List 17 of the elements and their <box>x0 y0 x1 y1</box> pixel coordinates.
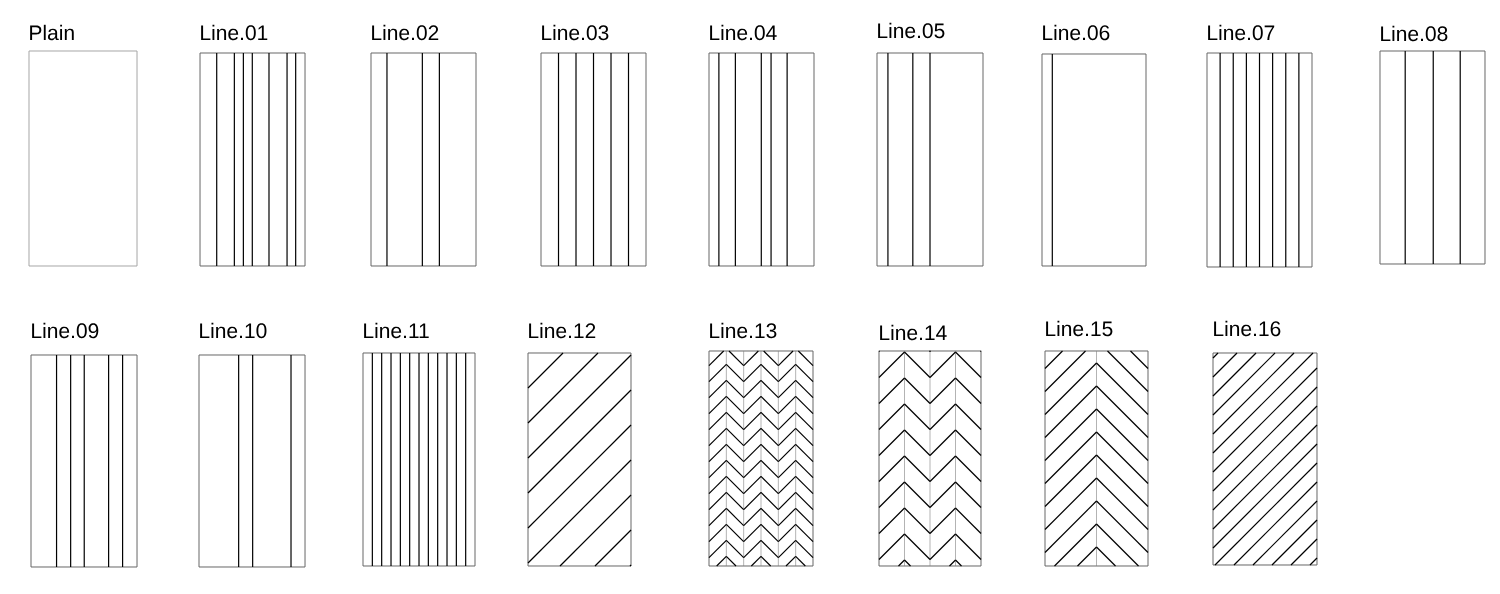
swatch-label: Plain <box>30 24 74 41</box>
swatch-label: Line.07 <box>1208 24 1275 41</box>
swatch-label: Line.01 <box>201 24 268 41</box>
swatch-label: Line.12 <box>529 322 596 339</box>
swatch-label: Line.03 <box>542 24 609 41</box>
swatch-label: Line.11 <box>364 322 429 339</box>
swatch-label: Line.09 <box>32 322 99 339</box>
swatch-label: Line.04 <box>710 24 777 41</box>
swatch-label: Line.08 <box>1381 25 1448 42</box>
swatch-label: Line.02 <box>372 24 439 41</box>
swatch-label: Line.13 <box>710 322 777 339</box>
swatch-label: Line.05 <box>878 22 945 39</box>
swatch-label: Line.14 <box>880 324 947 341</box>
swatch-label: Line.16 <box>1214 320 1281 337</box>
swatch-label: Line.15 <box>1046 320 1113 337</box>
swatch-label: Line.06 <box>1043 24 1110 41</box>
swatch-label: Line.10 <box>200 322 267 339</box>
